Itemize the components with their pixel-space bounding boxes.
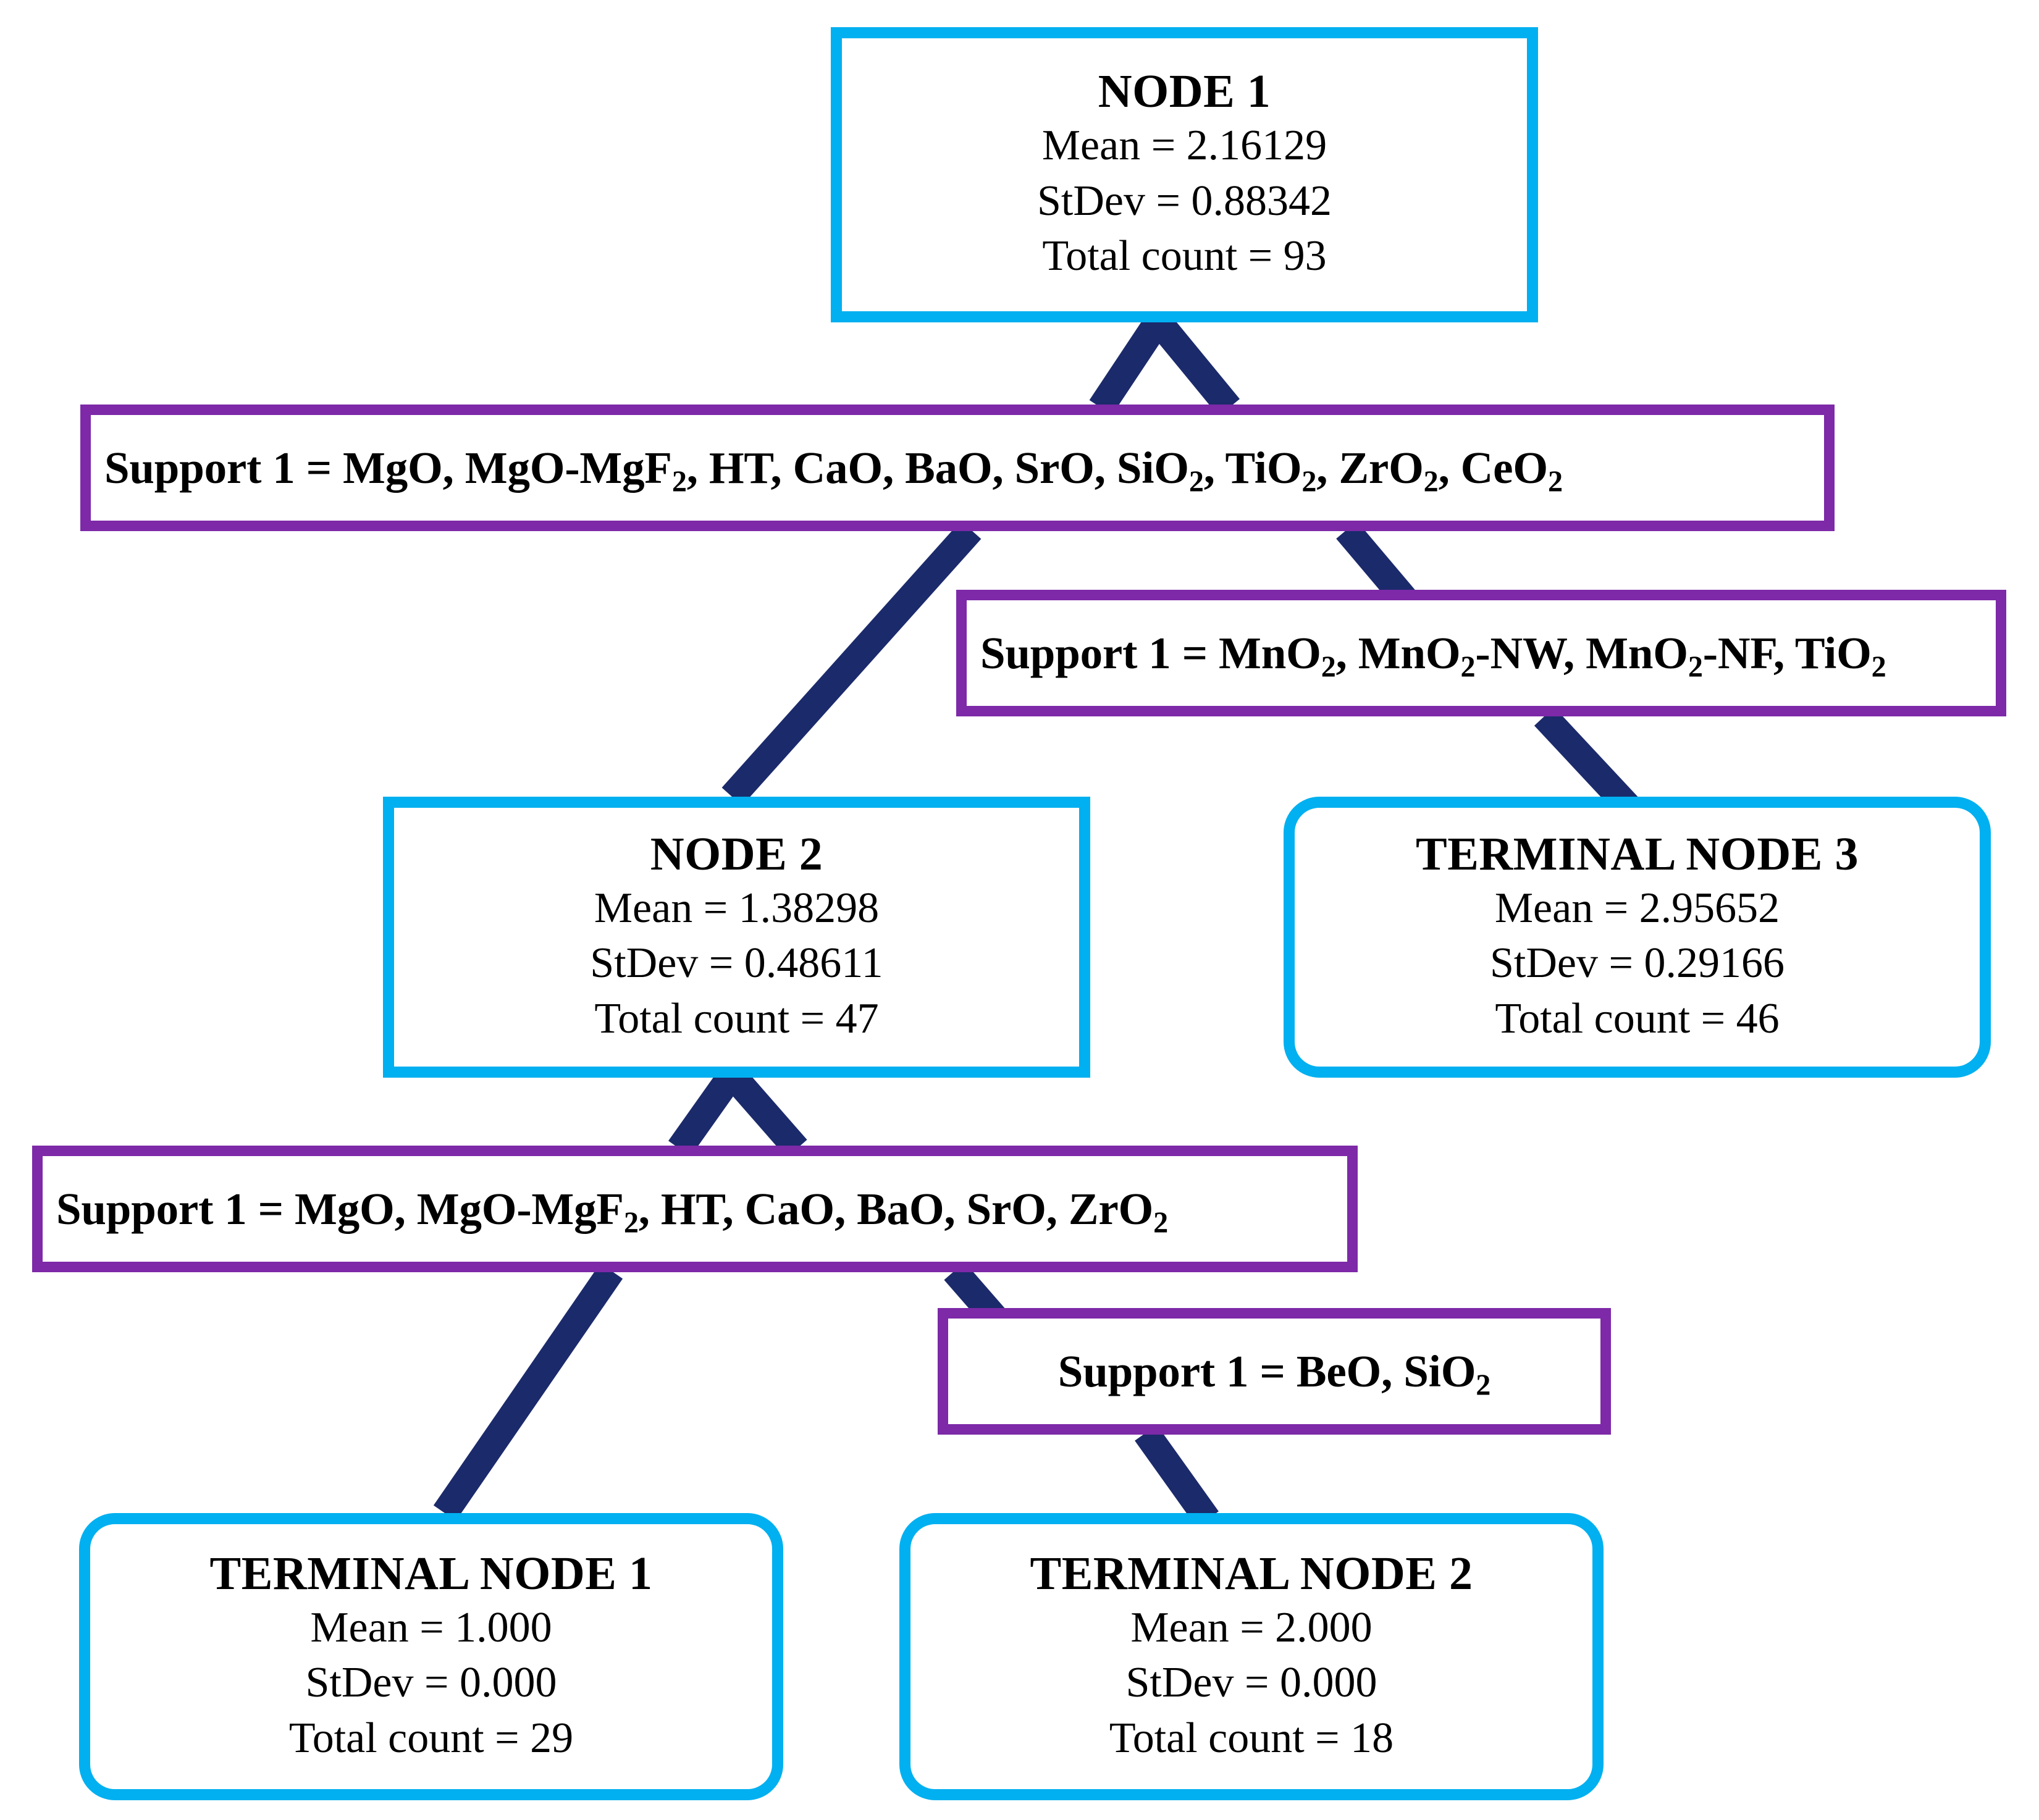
- terminal-node-1[interactable]: TERMINAL NODE 1 Mean = 1.000 StDev = 0.0…: [79, 1513, 783, 1800]
- split-rule-3-text: Support 1 = MgO, MgO-MgF2, HT, CaO, BaO,…: [56, 1183, 1168, 1239]
- terminal-node-2-title: TERMINAL NODE 2: [1030, 1547, 1473, 1600]
- node-1-stdev: StDev = 0.88342: [1037, 177, 1332, 225]
- terminal-node-2-stdev: StDev = 0.000: [1125, 1659, 1377, 1707]
- split-rule-2[interactable]: Support 1 = MnO2, MnO2-NW, MnO2-NF, TiO2: [956, 590, 2006, 716]
- edge-node2-to-split3: [668, 1067, 743, 1157]
- terminal-node-3-count: Total count = 46: [1495, 994, 1780, 1042]
- split-rule-2-text: Support 1 = MnO2, MnO2-NW, MnO2-NF, TiO2: [980, 627, 1886, 683]
- terminal-node-1-title: TERMINAL NODE 1: [209, 1547, 653, 1600]
- edge-split3-to-terminal1: [433, 1263, 623, 1521]
- split-rule-3[interactable]: Support 1 = MgO, MgO-MgF2, HT, CaO, BaO,…: [32, 1146, 1358, 1272]
- terminal-node-1-stdev: StDev = 0.000: [305, 1659, 557, 1707]
- node-2-count: Total count = 47: [594, 994, 879, 1042]
- node-2-title: NODE 2: [650, 828, 823, 880]
- split-rule-1[interactable]: Support 1 = MgO, MgO-MgF2, HT, CaO, BaO,…: [80, 405, 1835, 531]
- node-1-count: Total count = 93: [1042, 232, 1327, 280]
- terminal-node-2-count: Total count = 18: [1109, 1714, 1394, 1762]
- split-rule-1-text: Support 1 = MgO, MgO-MgF2, HT, CaO, BaO,…: [104, 442, 1563, 498]
- terminal-node-3-stdev: StDev = 0.29166: [1490, 939, 1785, 988]
- split-rule-4-text: Support 1 = BeO, SiO2: [1057, 1346, 1491, 1401]
- terminal-node-3-title: TERMINAL NODE 3: [1416, 828, 1859, 880]
- node-2-mean: Mean = 1.38298: [594, 884, 880, 932]
- edge-split1-to-node2: [721, 521, 982, 806]
- node-1-mean: Mean = 2.16129: [1041, 122, 1327, 170]
- terminal-node-1-mean: Mean = 1.000: [310, 1603, 552, 1651]
- node-1[interactable]: NODE 1 Mean = 2.16129 StDev = 0.88342 To…: [831, 27, 1538, 322]
- node-1-title: NODE 1: [1098, 65, 1271, 118]
- node-2[interactable]: NODE 2 Mean = 1.38298 StDev = 0.48611 To…: [383, 797, 1090, 1078]
- edge-node1-to-split1: [1089, 313, 1170, 416]
- terminal-node-2[interactable]: TERMINAL NODE 2 Mean = 2.000 StDev = 0.0…: [899, 1513, 1604, 1800]
- terminal-node-1-count: Total count = 29: [288, 1714, 574, 1762]
- split-rule-4[interactable]: Support 1 = BeO, SiO2: [938, 1308, 1611, 1435]
- edge-node2-right-leg: [721, 1065, 807, 1158]
- edge-split2-to-terminal3: [1534, 707, 1641, 819]
- terminal-node-3[interactable]: TERMINAL NODE 3 Mean = 2.95652 StDev = 0…: [1284, 797, 1991, 1078]
- terminal-node-2-mean: Mean = 2.000: [1130, 1603, 1373, 1651]
- edge-node1-right-leg: [1148, 312, 1240, 416]
- terminal-node-3-mean: Mean = 2.95652: [1494, 884, 1780, 932]
- edge-split4-to-terminal2: [1135, 1425, 1219, 1527]
- node-2-stdev: StDev = 0.48611: [590, 939, 883, 988]
